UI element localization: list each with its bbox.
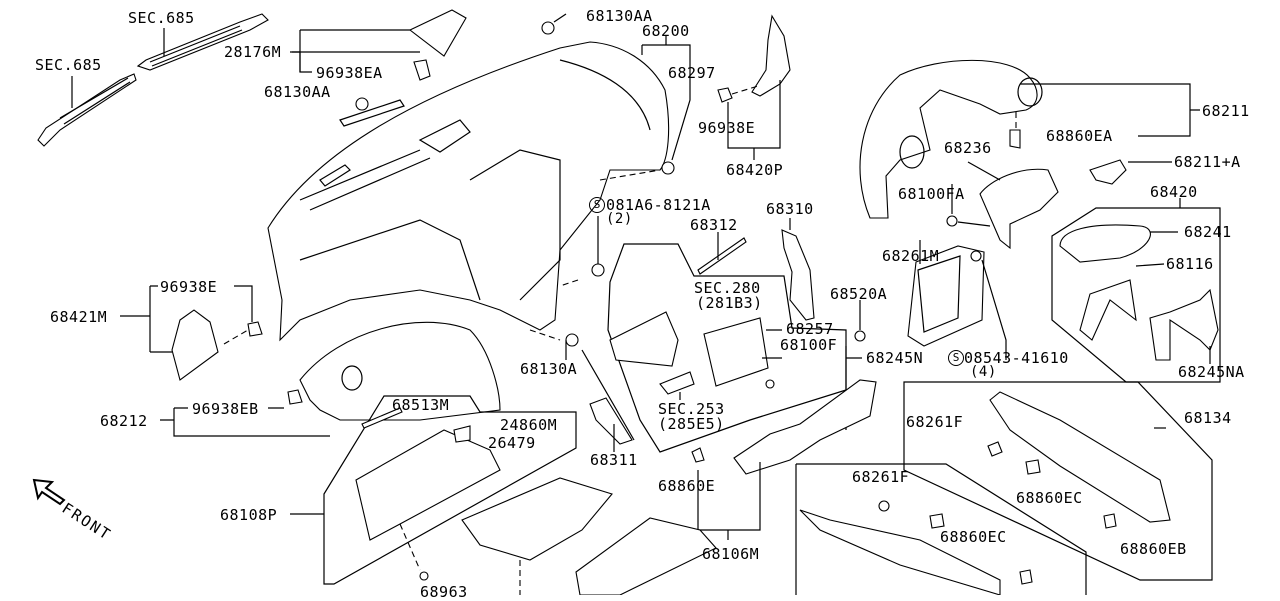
- callout-68261F-right: 68261F: [906, 413, 964, 431]
- display-bracket-68261M: [907, 245, 985, 347]
- callout-68211: 68211: [1202, 102, 1250, 120]
- lid-68963: [461, 477, 613, 561]
- callout-68421M: 68421M: [50, 308, 108, 326]
- callout-68860EC-right: 68860EC: [1016, 489, 1083, 507]
- side-finisher-68420P: [751, 14, 791, 97]
- callout-081A6-qty: (2): [606, 211, 633, 227]
- callout-68420: 68420: [1150, 183, 1198, 201]
- console-68106M: [733, 379, 877, 475]
- callout-sec253-sub: (285E5): [658, 415, 725, 433]
- callout-68200: 68200: [642, 22, 690, 40]
- callout-68297: 68297: [668, 64, 716, 82]
- callout-68860EA: 68860EA: [1046, 127, 1113, 145]
- side-cover-68421M: [171, 309, 219, 381]
- callout-96938E-left: 96938E: [160, 278, 218, 296]
- callout-sec685-left: SEC.685: [35, 56, 102, 74]
- callout-68116: 68116: [1166, 255, 1214, 273]
- callout-68130A: 68130A: [520, 360, 578, 378]
- callout-68963: 68963: [420, 583, 468, 601]
- box-68134: [903, 381, 1213, 581]
- callout-08543-qty: (4): [970, 364, 997, 380]
- callout-68311: 68311: [590, 451, 638, 469]
- callout-28176M: 28176M: [224, 43, 282, 61]
- callout-68211A: 68211+A: [1174, 153, 1241, 171]
- trim-68310: [781, 229, 815, 321]
- callout-68100FA: 68100FA: [898, 185, 965, 203]
- trim-68311: [589, 397, 633, 445]
- callout-68236: 68236: [944, 139, 992, 157]
- callout-68860E: 68860E: [658, 477, 716, 495]
- callout-96938E-top: 96938E: [698, 119, 756, 137]
- callout-26479: 26479: [488, 434, 536, 452]
- callout-68310: 68310: [766, 200, 814, 218]
- callout-68520A: 68520A: [830, 285, 888, 303]
- callout-96938EA: 96938EA: [316, 64, 383, 82]
- callout-96938EB: 96938EB: [192, 400, 259, 418]
- glovebox-bin: [575, 517, 717, 595]
- strip-68312: [697, 237, 747, 275]
- callout-68134: 68134: [1184, 409, 1232, 427]
- callout-68212: 68212: [100, 412, 148, 430]
- callout-68420P: 68420P: [726, 161, 784, 179]
- callout-68106M: 68106M: [702, 545, 760, 563]
- callout-68860EB: 68860EB: [1120, 540, 1187, 558]
- callout-sec253: SEC.253: [658, 400, 725, 418]
- instrument-panel-body: [267, 41, 670, 342]
- callout-68100F: 68100F: [780, 336, 838, 354]
- callout-68860EC-low: 68860EC: [940, 528, 1007, 546]
- box-lower-trim: [795, 463, 1087, 595]
- callout-68513M: 68513M: [392, 396, 450, 414]
- lid-68241: [1059, 224, 1151, 263]
- callout-sec280-sub: (281B3): [696, 294, 763, 312]
- callout-68245NA: 68245NA: [1178, 363, 1245, 381]
- clip-68297: [661, 161, 675, 175]
- defroster-grille-center: [136, 13, 269, 71]
- callout-24860M: 24860M: [500, 416, 558, 434]
- callout-68108P: 68108P: [220, 506, 278, 524]
- callout-08543-41610: 08543-41610: [964, 349, 1069, 367]
- callout-68130AA-top: 68130AA: [586, 7, 653, 25]
- clip-68130AA: [355, 97, 369, 111]
- callout-sec685-center: SEC.685: [128, 9, 195, 27]
- glovebox-box-68108P: [323, 395, 577, 585]
- defroster-grille-left: [37, 73, 137, 147]
- callout-68261M: 68261M: [882, 247, 940, 265]
- callout-68245N: 68245N: [866, 349, 924, 367]
- screw-symbol-icon: S: [948, 350, 964, 366]
- callout-68261F-low: 68261F: [852, 468, 910, 486]
- callout-68312: 68312: [690, 216, 738, 234]
- cluster-lid-68211: [859, 59, 1043, 219]
- callout-68130AA-left: 68130AA: [264, 83, 331, 101]
- clip-68130AA-top: [541, 21, 555, 35]
- callout-sec280: SEC.280: [694, 279, 761, 297]
- front-arrow-icon: [32, 478, 66, 506]
- callout-081A6-8121A: 081A6-8121A: [606, 196, 711, 214]
- callout-68241: 68241: [1184, 223, 1232, 241]
- callout-68257: 68257: [786, 320, 834, 338]
- screw-symbol-icon: S: [589, 197, 605, 213]
